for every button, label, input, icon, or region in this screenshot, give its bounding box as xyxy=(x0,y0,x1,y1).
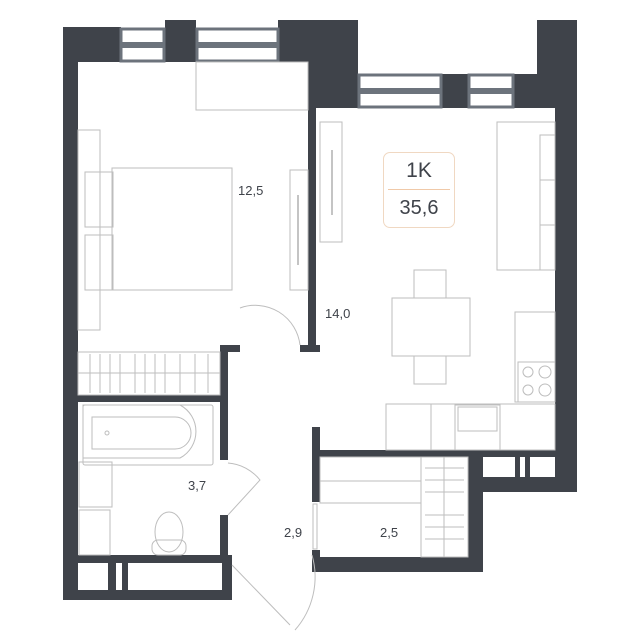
bathroom-furniture xyxy=(78,404,316,631)
walls xyxy=(63,20,577,600)
total-area: 35,6 xyxy=(399,197,439,219)
apartment-type: 1K xyxy=(388,153,450,190)
room-area-bedroom: 12,5 xyxy=(238,183,264,198)
room-area-bathroom: 3,7 xyxy=(188,478,207,493)
apartment-badge: 1K 35,6 xyxy=(383,152,455,228)
storage-furniture xyxy=(312,456,469,558)
windows xyxy=(119,27,515,109)
room-area-hallway: 2,9 xyxy=(284,525,303,540)
room-area-storage: 2,5 xyxy=(380,525,399,540)
bedroom-furniture xyxy=(77,61,309,396)
room-area-living: 14,0 xyxy=(325,306,351,321)
living-furniture xyxy=(319,121,556,451)
